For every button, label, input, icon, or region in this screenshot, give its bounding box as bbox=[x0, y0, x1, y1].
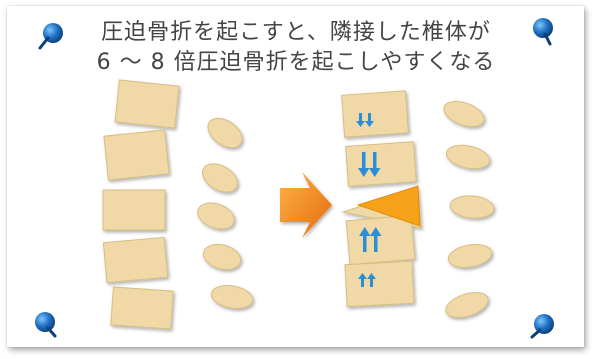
process-right-4 bbox=[447, 244, 493, 268]
vertebra-left-3 bbox=[102, 189, 166, 231]
vertebra-right-5 bbox=[344, 260, 415, 308]
process-right-3 bbox=[449, 195, 495, 219]
caption-line-2: 6 ～ 8 倍圧迫骨折を起こしやすくなる bbox=[96, 50, 496, 75]
compression-fracture-wedge bbox=[356, 185, 421, 227]
down-arrow-icon-large bbox=[358, 152, 381, 177]
process-right-2 bbox=[445, 144, 491, 170]
process-left-3 bbox=[197, 202, 235, 230]
process-left-2 bbox=[201, 163, 239, 193]
up-arrow-icon-large bbox=[359, 227, 382, 252]
pushpin-icon-bottom-right bbox=[530, 314, 554, 339]
vertebra-right-4 bbox=[345, 214, 416, 266]
process-right-5 bbox=[445, 292, 489, 318]
caption-line-1: 圧迫骨折を起こすと、隣接した椎体が bbox=[101, 20, 491, 45]
vertebra-left-2 bbox=[103, 129, 170, 181]
pushpin-icon-top-right bbox=[533, 18, 553, 46]
down-arrow-icon-small bbox=[356, 113, 374, 127]
vertebra-right-2 bbox=[345, 141, 417, 187]
vertebra-left-5 bbox=[110, 286, 174, 330]
diagram-card bbox=[7, 6, 584, 347]
pushpin-icon-bottom-left bbox=[35, 312, 57, 338]
vertebra-right-1 bbox=[341, 90, 409, 138]
pushpin-icon-top-left bbox=[38, 23, 63, 50]
process-left-4 bbox=[202, 243, 242, 271]
right-arrow-icon bbox=[280, 172, 332, 238]
up-arrow-icon-small bbox=[358, 273, 376, 287]
process-left-1 bbox=[207, 117, 243, 149]
process-left-5 bbox=[210, 285, 254, 309]
vertebra-left-1 bbox=[114, 79, 180, 129]
vertebra-left-4 bbox=[102, 236, 169, 284]
process-right-1 bbox=[443, 100, 485, 128]
